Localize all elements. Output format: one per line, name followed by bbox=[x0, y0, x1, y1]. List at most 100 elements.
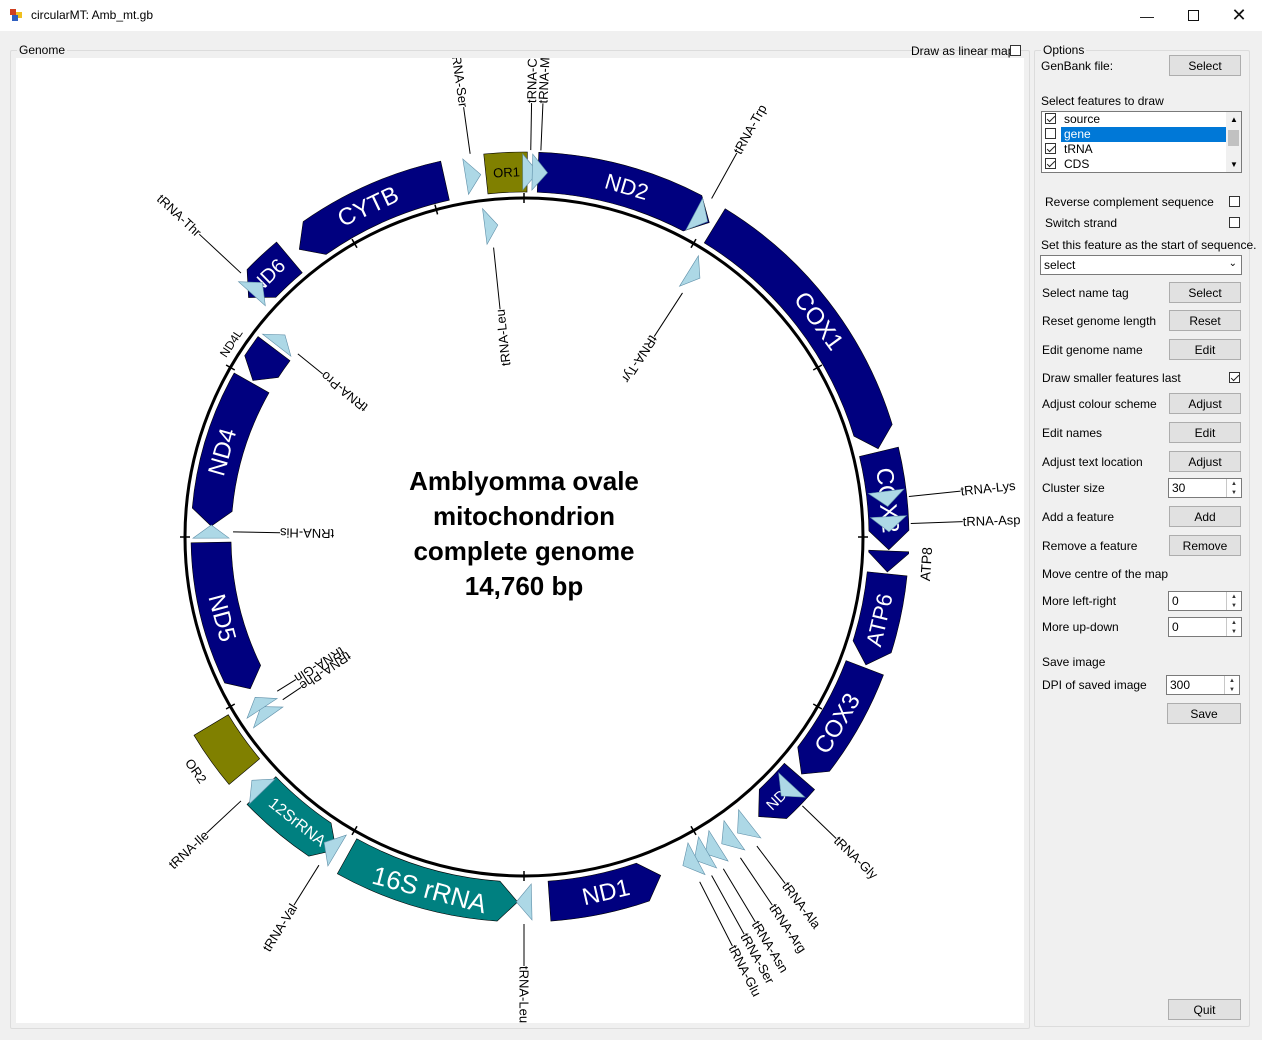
trna-marker[interactable] bbox=[192, 524, 230, 539]
trna-label: tRNA-Tyr bbox=[618, 332, 660, 386]
feature-block-cytb[interactable] bbox=[298, 160, 450, 255]
trna-leader bbox=[530, 103, 533, 151]
stepper-up-icon[interactable]: ▲ bbox=[1226, 479, 1241, 488]
save-button[interactable]: Save bbox=[1167, 703, 1241, 724]
trna-marker[interactable] bbox=[482, 207, 499, 246]
reverse-complement-checkbox[interactable] bbox=[1229, 196, 1240, 207]
feature-listbox[interactable]: source gene tRNA CDS ▲ ▼ bbox=[1041, 111, 1242, 173]
trna-marker[interactable] bbox=[261, 333, 292, 357]
trna-leader bbox=[297, 353, 324, 375]
name-tag-button[interactable]: Select bbox=[1169, 282, 1241, 303]
stepper-up-icon[interactable]: ▲ bbox=[1226, 592, 1241, 601]
trna-marker[interactable] bbox=[721, 819, 746, 851]
trna-marker[interactable] bbox=[685, 197, 708, 231]
remove-feature-button[interactable]: Remove bbox=[1169, 535, 1241, 556]
genome-title-line: Amblyomma ovale bbox=[409, 466, 639, 496]
trna-marker[interactable] bbox=[249, 778, 277, 805]
scale-tick bbox=[351, 825, 358, 836]
feature-block-nd2[interactable] bbox=[536, 151, 710, 232]
trna-leader bbox=[722, 868, 756, 923]
quit-button[interactable]: Quit bbox=[1168, 999, 1241, 1020]
minimize-button[interactable]: — bbox=[1124, 0, 1170, 31]
feature-block-nd5[interactable] bbox=[190, 541, 261, 690]
switch-strand-checkbox[interactable] bbox=[1229, 217, 1240, 228]
trna-marker[interactable] bbox=[531, 153, 548, 191]
trna-marker[interactable] bbox=[869, 515, 908, 533]
feature-label-nd4l: ND4L bbox=[217, 326, 246, 360]
genome-title-line: 14,760 bp bbox=[465, 571, 584, 601]
trna-marker[interactable] bbox=[237, 281, 266, 307]
close-button[interactable]: ✕ bbox=[1216, 0, 1262, 31]
stepper-up-icon[interactable]: ▲ bbox=[1224, 676, 1239, 685]
feature-block-atp8[interactable] bbox=[868, 549, 910, 573]
trna-marker[interactable] bbox=[867, 488, 905, 507]
feature-checkbox[interactable] bbox=[1045, 113, 1056, 124]
feature-label-atp8: ATP8 bbox=[917, 546, 935, 581]
feature-checkbox[interactable] bbox=[1045, 128, 1056, 139]
left-right-stepper[interactable]: 0 ▲ ▼ bbox=[1168, 591, 1242, 611]
feature-block-or1[interactable] bbox=[483, 151, 528, 195]
trna-label: tRNA-Val bbox=[259, 901, 300, 954]
dpi-stepper[interactable]: 300 ▲ ▼ bbox=[1166, 675, 1240, 695]
feature-block-nd1[interactable] bbox=[547, 862, 662, 922]
feature-checkbox[interactable] bbox=[1045, 158, 1056, 169]
scroll-down-icon[interactable]: ▼ bbox=[1230, 160, 1238, 169]
feature-item-gene[interactable]: gene bbox=[1042, 127, 1228, 142]
scale-tick bbox=[690, 238, 697, 249]
smaller-last-checkbox[interactable] bbox=[1229, 372, 1240, 383]
linear-map-checkbox[interactable] bbox=[1010, 45, 1021, 56]
text-location-button[interactable]: Adjust bbox=[1169, 451, 1241, 472]
colour-scheme-button[interactable]: Adjust bbox=[1169, 393, 1241, 414]
stepper-down-icon[interactable]: ▼ bbox=[1226, 627, 1241, 636]
feature-block-cox3[interactable] bbox=[797, 660, 884, 775]
edit-genome-button[interactable]: Edit bbox=[1169, 339, 1241, 360]
up-down-stepper[interactable]: 0 ▲ ▼ bbox=[1168, 617, 1242, 637]
trna-marker[interactable] bbox=[515, 883, 533, 921]
feature-block-16s-rrna[interactable] bbox=[336, 838, 519, 922]
scroll-thumb[interactable] bbox=[1228, 130, 1239, 146]
cluster-size-stepper[interactable]: 30 ▲ ▼ bbox=[1168, 478, 1242, 498]
add-feature-button[interactable]: Add bbox=[1169, 506, 1241, 527]
maximize-button[interactable] bbox=[1170, 0, 1216, 31]
stepper-down-icon[interactable]: ▼ bbox=[1226, 488, 1241, 497]
stepper-down-icon[interactable]: ▼ bbox=[1224, 685, 1239, 694]
feature-block-nd4[interactable] bbox=[191, 372, 270, 527]
genbank-select-button[interactable]: Select bbox=[1169, 55, 1241, 76]
feature-block-cox1[interactable] bbox=[703, 208, 893, 450]
feature-block-atp6[interactable] bbox=[852, 571, 908, 666]
trna-marker[interactable] bbox=[737, 808, 762, 839]
trna-leader bbox=[463, 107, 471, 154]
edit-names-button[interactable]: Edit bbox=[1169, 422, 1241, 443]
trna-marker[interactable] bbox=[678, 254, 701, 287]
stepper-down-icon[interactable]: ▼ bbox=[1226, 601, 1241, 610]
trna-marker[interactable] bbox=[323, 834, 347, 867]
feature-checkbox[interactable] bbox=[1045, 143, 1056, 154]
scroll-up-icon[interactable]: ▲ bbox=[1230, 115, 1238, 124]
trna-marker[interactable] bbox=[778, 771, 806, 798]
trna-marker[interactable] bbox=[462, 158, 482, 196]
feature-label: gene bbox=[1061, 127, 1228, 142]
trna-marker[interactable] bbox=[522, 153, 539, 191]
feature-item-source[interactable]: source bbox=[1042, 112, 1228, 127]
feature-item-trna[interactable]: tRNA bbox=[1042, 142, 1228, 157]
scale-tick bbox=[812, 703, 823, 710]
trna-marker[interactable] bbox=[252, 706, 284, 729]
trna-marker[interactable] bbox=[246, 696, 279, 720]
trna-leader bbox=[276, 679, 297, 692]
trna-marker[interactable] bbox=[693, 836, 718, 869]
feature-block-12srrna[interactable] bbox=[246, 776, 337, 857]
trna-marker[interactable] bbox=[705, 829, 729, 862]
map-canvas[interactable]: OR1ND2COX1COX2ATP8ATP6COX3ND3ND116S rRNA… bbox=[16, 45, 1024, 1023]
minimize-icon: — bbox=[1140, 7, 1154, 24]
stepper-up-icon[interactable]: ▲ bbox=[1226, 618, 1241, 627]
start-feature-value: select bbox=[1044, 258, 1076, 272]
feature-item-cds[interactable]: CDS bbox=[1042, 157, 1228, 172]
trna-marker[interactable] bbox=[682, 841, 706, 876]
text-location-label: Adjust text location bbox=[1042, 455, 1143, 469]
feature-block-nd4l[interactable] bbox=[244, 336, 291, 381]
listbox-scrollbar[interactable]: ▲ ▼ bbox=[1226, 112, 1241, 172]
trna-leader bbox=[699, 881, 733, 947]
start-feature-select[interactable]: select ⌄ bbox=[1040, 255, 1242, 275]
feature-block-or2[interactable] bbox=[193, 714, 261, 785]
reset-length-button[interactable]: Reset bbox=[1169, 310, 1241, 331]
